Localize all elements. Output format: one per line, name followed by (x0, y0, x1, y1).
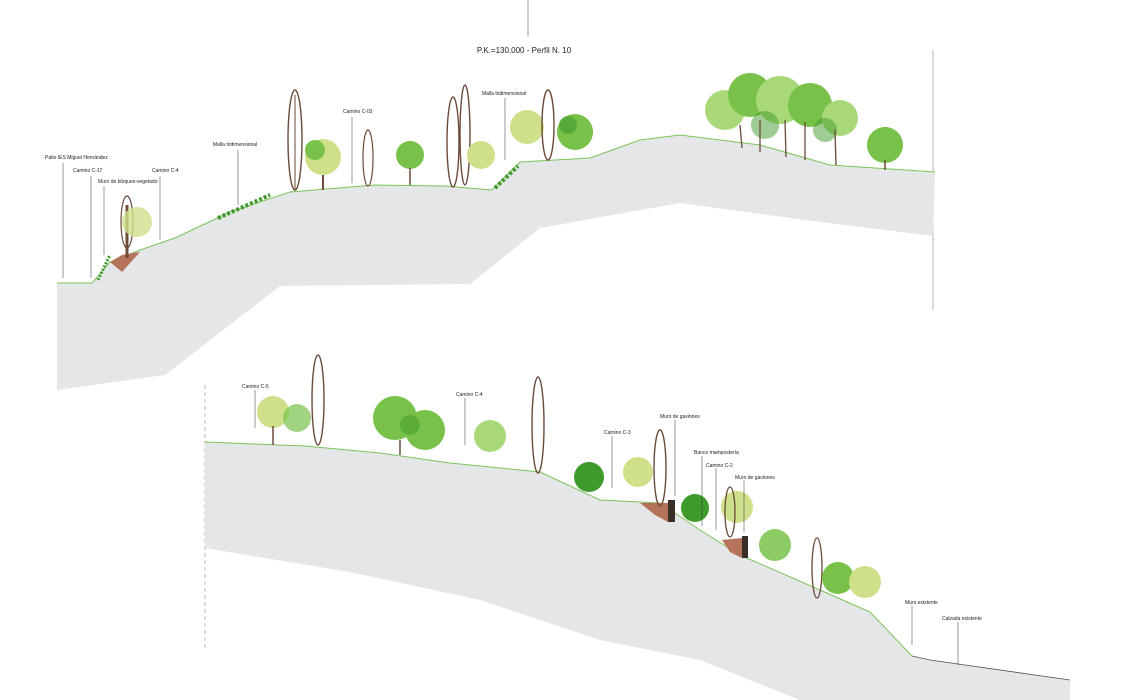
tree (120, 195, 152, 258)
trees-bottom (257, 354, 881, 599)
label-camino-c5: Camino C-5 (242, 384, 269, 390)
gabion-wall-1 (668, 500, 675, 522)
ground-section-top (57, 135, 935, 390)
tree (510, 89, 593, 161)
label-camino-c2: Camino C-2 (706, 463, 733, 469)
label-muro-existente: Muro existente (905, 600, 938, 606)
label-muro-gaviones-2: Muro de gaviones (735, 475, 775, 481)
block-wall-vegetated (96, 254, 112, 281)
profile-top: Patio IES Miguel Hernández Camino C-17 M… (45, 73, 936, 390)
road-line (911, 655, 1071, 681)
annotations-bottom (254, 390, 959, 665)
bench-soil (640, 503, 668, 522)
label-camino-c3: Camino C-3 (604, 430, 631, 436)
label-banco: Banco mampostería (694, 450, 739, 456)
ground-section-bottom (205, 442, 1070, 700)
grass-line-bottom (204, 441, 913, 657)
label-camino-c4-top: Camino C-4 (152, 168, 179, 174)
label-malla-2: Malla tridimensional (482, 91, 526, 97)
label-calzada: Calzada existente (942, 616, 982, 622)
tree (446, 84, 495, 188)
tree (362, 129, 424, 187)
label-camino-c17: Camino C-17 (73, 168, 103, 174)
annotations-top (62, 98, 506, 278)
tree-cluster (705, 73, 903, 170)
profile-title: P.K.=130.000 - Perfil N. 10 (477, 46, 572, 55)
gabion-soil-2 (722, 538, 742, 558)
label-patio: Patio IES Miguel Hernández (45, 155, 108, 161)
label-camino-c03: Camino C-03 (343, 109, 373, 115)
label-camino-c4-bottom: Camino C-4 (456, 392, 483, 398)
mesh-slope-1 (217, 193, 271, 220)
profile-bottom: Camino C-5 Camino C-4 Camino C-3 Muro de… (204, 354, 1071, 700)
trees-top (120, 73, 903, 258)
label-muro-bloques: Muro de bloques-vegetado (98, 179, 158, 185)
gabion-wall-2 (742, 536, 748, 558)
label-malla-1: Malla tridimensional (213, 142, 257, 148)
tree (287, 89, 341, 191)
block-wall-soil (110, 252, 140, 272)
label-muro-gaviones-1: Muro de gaviones (660, 414, 700, 420)
mesh-slope-2 (493, 164, 520, 190)
